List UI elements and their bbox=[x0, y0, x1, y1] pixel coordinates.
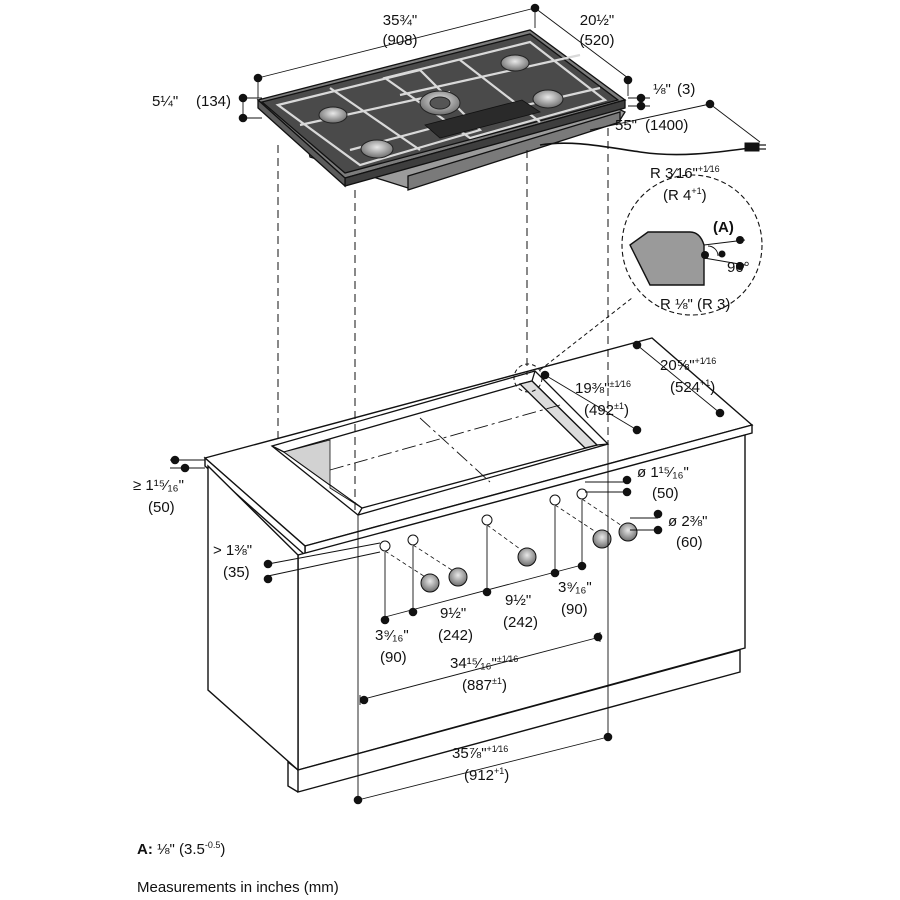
knob-hole-clear-in: ø 2⅜" bbox=[668, 513, 708, 530]
burner-front-left bbox=[360, 139, 394, 159]
dimension-markers bbox=[170, 3, 725, 805]
cutout-depth-inner-in: 19⅜"±1⁄16 bbox=[575, 379, 631, 397]
cutout-depth-outer-in: 20⅝"+1⁄16 bbox=[660, 356, 716, 374]
rim-thickness-mm: (3) bbox=[677, 81, 695, 98]
cooktop-height-mm: (134) bbox=[196, 93, 231, 110]
plug-icon bbox=[744, 142, 760, 152]
cooktop-width-mm: (908) bbox=[382, 32, 417, 49]
knob-1 bbox=[420, 573, 440, 593]
knob-hole-3 bbox=[481, 514, 493, 526]
burners bbox=[318, 54, 564, 159]
rim-thickness-in: ⅛" bbox=[653, 81, 671, 98]
detail-radius-top-mm: (R 4+1) bbox=[663, 186, 707, 204]
knob-3 bbox=[517, 547, 537, 567]
knob-spacing-2-in: 9½" bbox=[505, 592, 531, 609]
knob-hole-4 bbox=[549, 494, 561, 506]
knob-hole-clear-mm: (60) bbox=[676, 534, 703, 551]
knob-from-top-mm: (35) bbox=[223, 564, 250, 581]
cutout-shadow bbox=[283, 439, 363, 509]
detail-radius-top: R 3⁄16"+1⁄16 bbox=[650, 164, 720, 182]
detail-angle: 90° bbox=[727, 259, 750, 276]
detail-radius-bottom: R ⅛" (R 3) bbox=[660, 296, 730, 313]
units-footer: Measurements in inches (mm) bbox=[137, 879, 339, 896]
burner-front-right bbox=[532, 89, 564, 109]
knob-span-in: 34¹⁵⁄₁₆"±1⁄16 bbox=[450, 654, 518, 672]
cutout-depth-inner-mm: (492±1) bbox=[584, 401, 629, 419]
edge-detail bbox=[513, 174, 763, 393]
detail-marker-a: (A) bbox=[713, 219, 734, 236]
center-lines bbox=[329, 404, 561, 483]
front-edge-min-in: ≥ 1¹⁵⁄₁₆" bbox=[133, 477, 184, 494]
countertop-profile bbox=[629, 231, 705, 286]
note-a-value: ⅛" (3.5 bbox=[157, 841, 205, 858]
knob-hole-2 bbox=[407, 534, 419, 546]
cooktop bbox=[256, 29, 627, 191]
projection-lines bbox=[277, 128, 609, 515]
knob-spacing-1-mm: (242) bbox=[438, 627, 473, 644]
cooktop-height-in: 5¼" bbox=[152, 93, 178, 110]
note-a: A: ⅛" (3.5-0.5) bbox=[137, 840, 225, 858]
knob-5 bbox=[618, 522, 638, 542]
knob-spacing-1-in: 9½" bbox=[440, 605, 466, 622]
note-a-close: ) bbox=[220, 841, 226, 858]
knob-hole-dia-in: ø 1¹⁵⁄₁₆" bbox=[637, 464, 689, 481]
knob-spacing-2-mm: (242) bbox=[503, 614, 538, 631]
plinth-front bbox=[297, 649, 741, 793]
cutout-width-mm: (912+1) bbox=[464, 766, 509, 784]
knob-from-top-in: > 1⅜" bbox=[213, 542, 252, 559]
note-a-tolerance: -0.5 bbox=[204, 840, 221, 850]
knob-span-mm: (887±1) bbox=[462, 676, 507, 694]
burner-rear-right bbox=[500, 54, 530, 72]
knob-offset-left-mm: (90) bbox=[380, 649, 407, 666]
knob-hole-1 bbox=[379, 540, 391, 552]
knob-2 bbox=[448, 567, 468, 587]
countertop-cutout bbox=[270, 370, 610, 516]
knob-offset-right-mm: (90) bbox=[561, 601, 588, 618]
note-a-label: A: bbox=[137, 841, 153, 858]
cutout-width-in: 35⅞"+1⁄16 bbox=[452, 744, 508, 762]
dimension-labels: 35¾" (908) 20½" (520) 5¼" (134) ⅛" (3) 5… bbox=[133, 12, 750, 784]
cable-length-mm: (1400) bbox=[645, 117, 688, 134]
cooktop-depth-mm: (520) bbox=[579, 32, 614, 49]
control-knobs bbox=[379, 488, 638, 593]
knob-offset-left-in: 3⁹⁄₁₆" bbox=[375, 627, 409, 644]
cable-length-in: 55" bbox=[615, 117, 637, 134]
front-edge-min-mm: (50) bbox=[148, 499, 175, 516]
cooktop-depth-in: 20½" bbox=[580, 12, 615, 29]
burner-rear-left bbox=[318, 106, 348, 124]
cooktop-width-in: 35¾" bbox=[383, 12, 418, 29]
knob-4 bbox=[592, 529, 612, 549]
knob-offset-right-in: 3⁹⁄₁₆" bbox=[558, 579, 592, 596]
cutout-depth-outer-mm: (524+1) bbox=[670, 378, 715, 396]
power-cable bbox=[539, 142, 766, 156]
knob-hole-dia-mm: (50) bbox=[652, 485, 679, 502]
knob-hole-5 bbox=[576, 488, 588, 500]
